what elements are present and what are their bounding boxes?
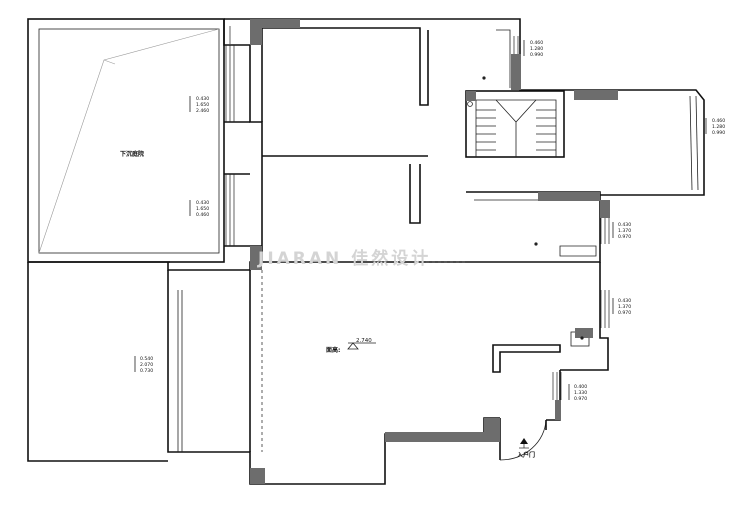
tag-line: 0.430 — [618, 222, 631, 228]
watermark: JIARAN 佳然设计 — [257, 248, 431, 269]
staircase — [465, 90, 565, 158]
tag-line: 1.370 — [618, 304, 631, 310]
tag-line: 1.650 — [196, 206, 209, 212]
tag-line: 1.650 — [196, 102, 209, 108]
tag-line: 0.970 — [618, 310, 631, 316]
window-tag-top-right: 0.460 1.280 0.990 — [523, 40, 543, 58]
window-east-mid2 — [600, 290, 610, 328]
tag-line: 0.730 — [140, 368, 153, 374]
sunken-garden-area — [27, 18, 225, 263]
windows — [225, 26, 610, 400]
window-garden-lower — [225, 174, 235, 246]
elevation-value: 2.740 — [356, 338, 372, 344]
elevation-prefix: 面高: — [326, 346, 340, 354]
window-east-mid1 — [600, 218, 610, 244]
tag-line: 2.460 — [196, 108, 209, 114]
right-bay — [466, 89, 705, 260]
main-hall — [167, 245, 609, 485]
window-tag-west-lower: 0.540 2.070 0.730 — [134, 356, 153, 374]
tag-line: 0.430 — [196, 96, 209, 102]
window-tag-garden-upper: 0.430 1.650 2.460 — [189, 96, 209, 114]
tag-line: 0.430 — [196, 200, 209, 206]
tag-line: 2.070 — [140, 362, 153, 368]
entrance-door-label: 入户门 — [516, 451, 535, 459]
tag-line: 1.280 — [712, 124, 725, 130]
window-garden-upper — [225, 45, 235, 122]
tag-line: 1.370 — [618, 228, 631, 234]
sunken-garden-label: 下沉庭院 — [120, 150, 144, 158]
window-tag-garden-lower: 0.430 1.650 0.460 — [189, 200, 209, 218]
tag-line: 0.460 — [712, 118, 725, 124]
tag-line: 1.330 — [574, 390, 587, 396]
lower-yard-area — [27, 261, 170, 462]
window-east-lower — [552, 372, 562, 400]
tag-line: 1.280 — [530, 46, 543, 52]
tag-line: 0.400 — [574, 384, 587, 390]
tag-line: 0.460 — [530, 40, 543, 46]
window-tag-east-lower: 0.400 1.330 0.970 — [568, 384, 587, 402]
tag-line: 0.990 — [530, 52, 543, 58]
elevation-marker: 面高: 2.740 — [326, 338, 376, 354]
tag-line: 0.540 — [140, 356, 153, 362]
tag-line: 0.460 — [196, 212, 209, 218]
window-tag-east-upper: 0.460 1.280 0.990 — [705, 118, 725, 136]
fixtures — [467, 76, 584, 340]
window-tag-east-mid1: 0.430 1.370 0.970 — [612, 222, 631, 240]
window-tag-east-mid2: 0.430 1.370 0.970 — [612, 298, 631, 316]
tag-line: 0.990 — [712, 130, 725, 136]
tag-line: 0.970 — [618, 234, 631, 240]
window-top-right — [513, 36, 519, 54]
columns — [250, 19, 618, 484]
tag-line: 0.970 — [574, 396, 587, 402]
tag-line: 0.430 — [618, 298, 631, 304]
entrance-marker: 入户门 — [516, 438, 535, 459]
entrance-arrow-icon — [520, 438, 528, 444]
